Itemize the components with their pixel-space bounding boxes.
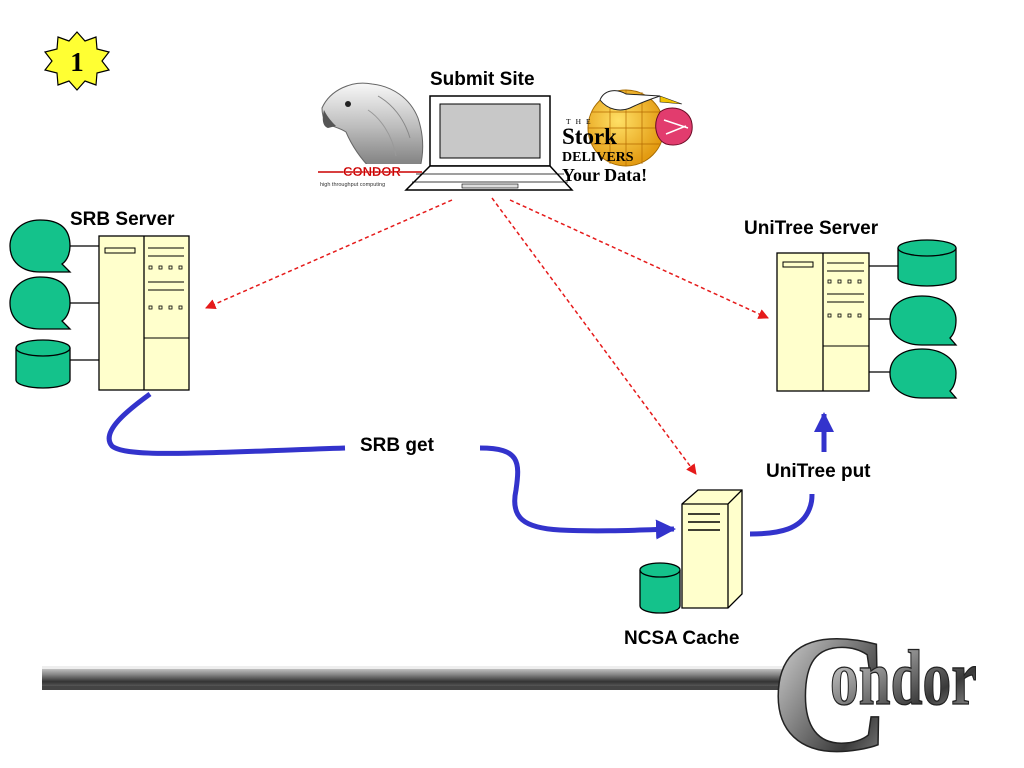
ncsa-cache-server: [639, 489, 743, 614]
step-number: 1: [70, 47, 84, 77]
submit-site-label: Submit Site: [430, 69, 535, 90]
stork-bundle-icon: [655, 107, 693, 146]
unitree-server: [776, 239, 958, 399]
stork-bird-icon: [599, 90, 661, 111]
stork-name: Stork: [562, 124, 617, 149]
condor-wordmark: CONDOR: [343, 164, 401, 179]
unitree-tape-1: [889, 295, 958, 346]
condor-brand-rest: ondor: [830, 634, 977, 721]
stork-logo: THE Stork DELIVERS Your Data!: [562, 89, 693, 185]
stork-the: THE: [566, 117, 596, 126]
srb-get-path: [106, 391, 346, 456]
arrow-to-unitree: [509, 199, 769, 319]
srb-tape-2: [9, 276, 72, 330]
arrow-to-srb: [205, 199, 453, 310]
srb-server-rack: [98, 235, 190, 391]
srb-server: [9, 219, 190, 391]
srb-get-label: SRB get: [360, 435, 434, 456]
step-badge: 1: [43, 31, 111, 91]
submit-site-laptop: [404, 95, 574, 191]
srb-server-label: SRB Server: [70, 209, 175, 230]
srb-tape-1: [9, 219, 72, 273]
condor-brand-c: C: [770, 601, 891, 768]
ncsa-cache-label: NCSA Cache: [624, 628, 740, 649]
condor-brand-logo: C ondor: [769, 600, 977, 768]
unitree-put-path: [749, 493, 815, 537]
unitree-disk: [897, 239, 957, 287]
stork-your-data: Your Data!: [562, 165, 647, 185]
unitree-server-rack: [776, 252, 870, 392]
srb-disk: [15, 339, 71, 389]
condor-tagline: high throughput computing: [320, 182, 385, 188]
condor-bird-icon: [321, 82, 424, 171]
unitree-tape-2: [889, 348, 958, 399]
starburst-shape: [43, 31, 111, 91]
control-arrows: [205, 197, 769, 475]
footer-bar: [42, 666, 802, 690]
arrow-to-cache: [491, 197, 697, 475]
transfer-paths: [106, 391, 834, 540]
stork-delivers: DELIVERS: [562, 150, 634, 165]
srb-get-path-2: [479, 445, 676, 540]
condor-bird-logo: CONDOR high throughput computing: [318, 82, 424, 188]
unitree-put-label: UniTree put: [766, 461, 871, 482]
cache-tower-icon: [681, 489, 743, 609]
cache-disk: [639, 562, 681, 614]
unitree-server-label: UniTree Server: [744, 218, 879, 239]
